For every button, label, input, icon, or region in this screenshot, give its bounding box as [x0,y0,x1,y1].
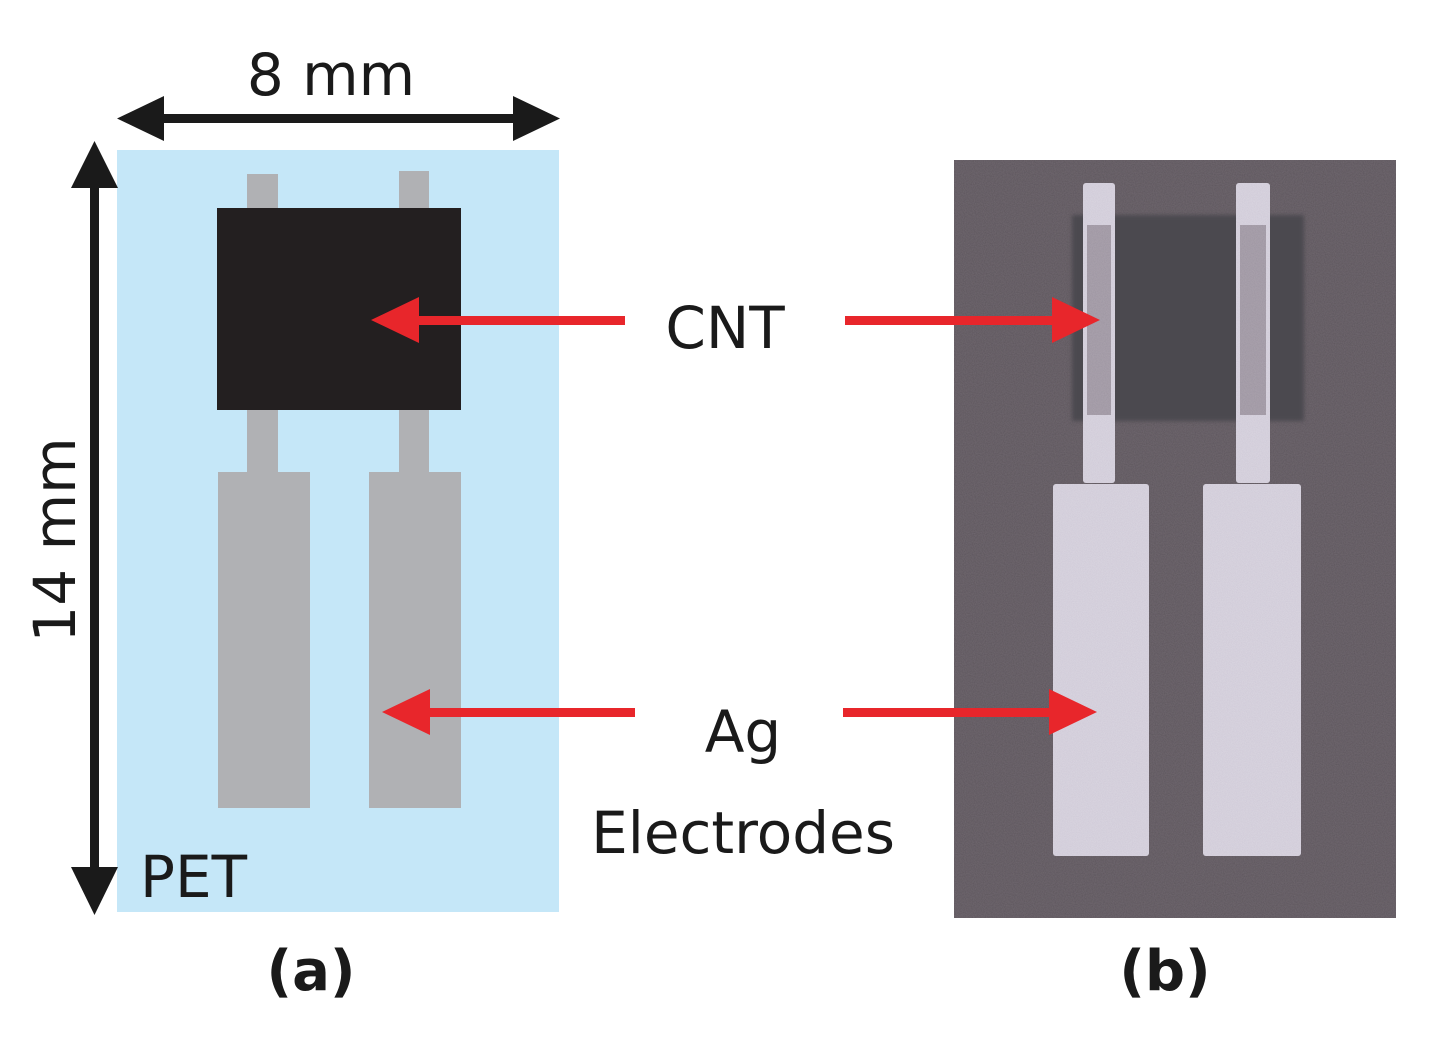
substrate-label: PET [140,843,248,911]
ag-label: Ag [705,698,782,766]
cnt-arrow-right [845,297,1100,343]
electrode-pad-right [369,472,461,808]
cnt-label: CNT [665,294,785,362]
electrodes-label: Electrodes [591,799,895,867]
width-label: 8 mm [247,41,415,109]
height-label: 14 mm [21,437,89,642]
width-dimension-arrow [117,96,560,141]
ag-arrow-left [382,689,635,735]
cnt-film [217,208,461,410]
panel-b-caption: (b) [1119,939,1210,1004]
panel-a-caption: (a) [267,939,356,1004]
ag-arrow-right [843,689,1097,735]
photo-trace-right-under-cnt [1240,225,1266,415]
annotations: CNT Ag Electrodes [371,294,1100,867]
electrode-lead-left-top [247,174,278,214]
panel-a-schematic: 8 mm 14 mm PET (a) [21,41,560,1004]
electrode-pad-left [218,472,310,808]
panel-b-photo: (b) [954,160,1396,1004]
cnt-arrow-left [371,297,625,343]
electrode-lead-right [399,405,429,475]
electrode-lead-left [247,405,278,475]
electrode-lead-right-top [399,171,429,214]
height-dimension-arrow [71,141,118,915]
